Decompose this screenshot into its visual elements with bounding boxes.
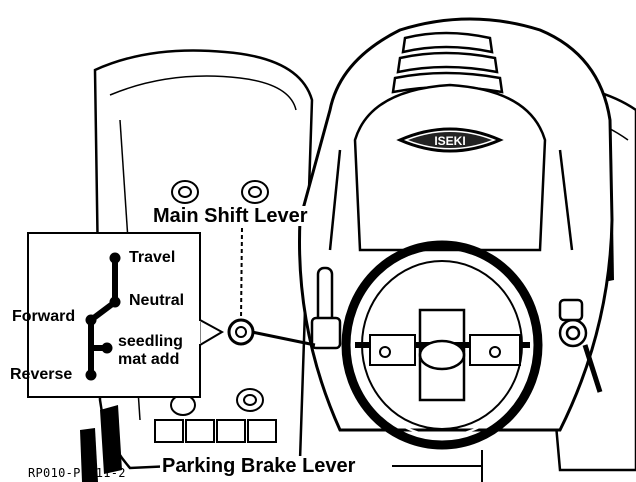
steering-wheel	[341, 240, 543, 450]
gate-pos-seedling	[101, 342, 113, 354]
gate-pos-travel	[109, 252, 121, 264]
panel-bolt-holes	[170, 180, 269, 416]
callout-main-shift-lever: Main Shift Lever	[151, 205, 310, 227]
gate-label-neutral: Neutral	[129, 292, 185, 309]
dashboard-controls	[369, 334, 521, 366]
shift-gate-positions	[85, 252, 121, 381]
gate-label-travel: Travel	[129, 249, 176, 266]
hood-vents	[391, 31, 504, 94]
gate-label-reverse: Reverse	[10, 366, 73, 383]
side-decal	[80, 405, 122, 482]
figure-code: RP010-P1011-2	[28, 466, 126, 480]
hood-emblem: ISEKI	[396, 127, 504, 153]
gate-label-seedling-line1: seedling	[118, 333, 183, 350]
callout-parking-brake-lever: Parking Brake Lever	[160, 455, 358, 477]
parking-brake-leader	[392, 450, 483, 482]
hood-inner-panel	[328, 83, 574, 252]
left-control-lever	[310, 266, 342, 350]
gate-label-seedling-line2: mat add	[118, 351, 180, 368]
pedal-block	[154, 419, 277, 443]
gate-pos-neutral	[109, 296, 121, 308]
right-control-lever	[558, 298, 603, 393]
gate-label-forward: Forward	[12, 308, 76, 325]
main-shift-lever	[227, 318, 316, 347]
gate-pos-forward	[85, 314, 97, 326]
gate-pos-reverse	[85, 369, 97, 381]
main-shift-lever-leader	[240, 227, 243, 321]
emblem-text: ISEKI	[434, 134, 465, 148]
